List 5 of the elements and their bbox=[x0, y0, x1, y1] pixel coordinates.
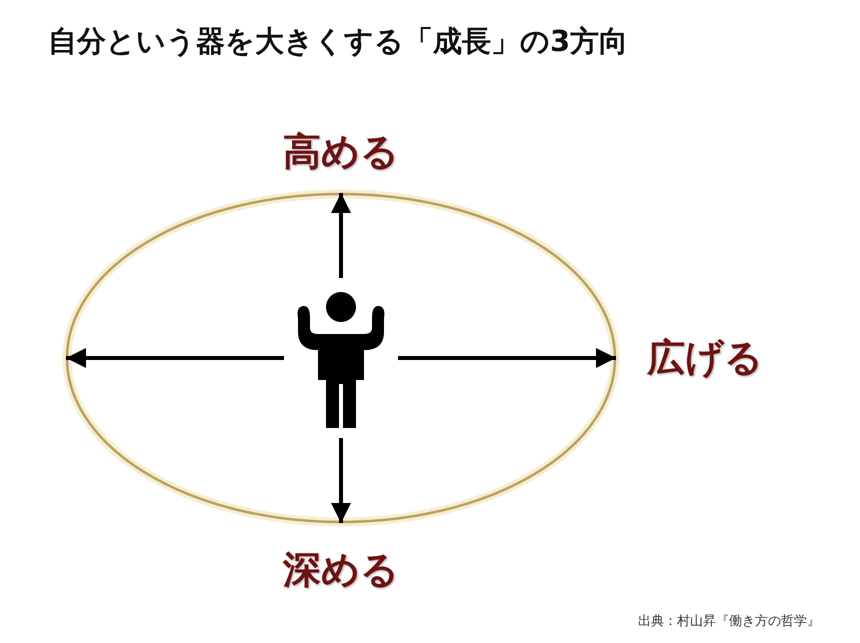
source-caption: 出典：村山昇『働き方の哲学』 bbox=[638, 613, 820, 630]
direction-label: 深める bbox=[283, 546, 399, 594]
direction-label: 高める bbox=[283, 128, 399, 176]
direction-label: 広げる bbox=[647, 334, 763, 382]
diagram-title: 自分という器を大きくする「成長」の3方向 bbox=[48, 23, 628, 60]
